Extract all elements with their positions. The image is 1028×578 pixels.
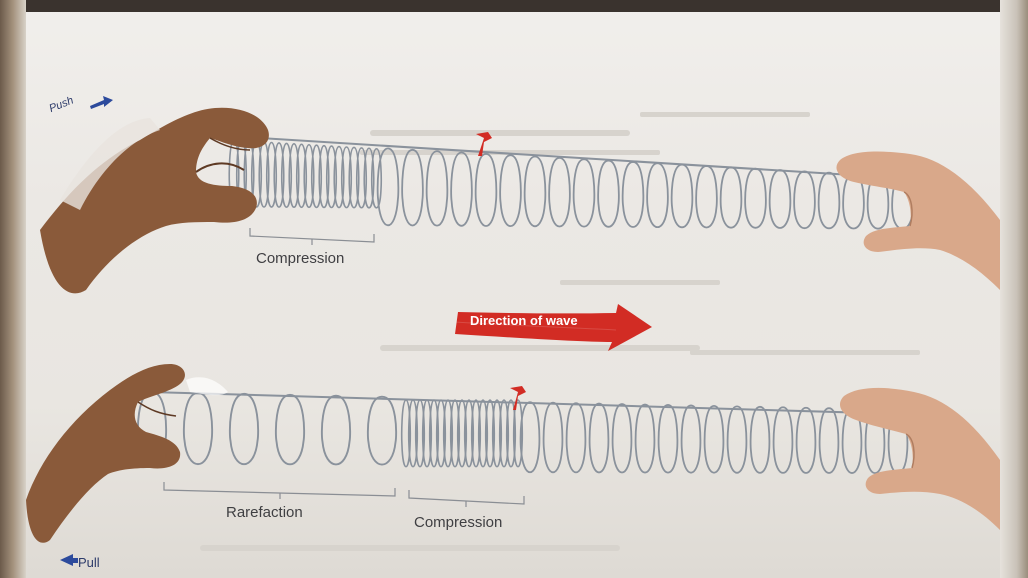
spring-coil [598,161,619,227]
spring-coil [613,404,632,472]
spring-coil [659,405,678,473]
direction-label: Direction of wave [470,313,578,328]
spring-coil [544,403,563,473]
slinky-bottom [138,392,908,473]
arrow-left-icon [60,554,78,566]
rarefaction-label: Rarefaction [226,504,303,521]
spring-coil [500,155,521,226]
spring-coil [230,394,258,464]
spring-coil [745,169,766,228]
spring-coil [696,166,717,228]
pull-label: Pull [78,555,100,570]
spring-coil [574,159,595,226]
left-hand-bottom [26,364,228,543]
spring-coil [751,407,770,473]
spring-coil [672,165,693,228]
arrow-right-icon [90,96,113,109]
spring-coil [476,154,497,226]
rarefaction-bracket [164,482,395,499]
compression-bracket-top [250,228,374,245]
compression-bracket-bottom [409,490,524,507]
ribbon-marker-icon [510,386,526,410]
spring-coil [797,408,816,473]
spring-coil [427,151,448,226]
spring-coil [721,167,742,227]
spring-coil [770,170,791,228]
spring-coil [451,152,472,225]
spring-coil [820,408,839,473]
spring-coil [819,173,840,229]
slinky-top [228,136,913,229]
spring-coil [682,405,701,472]
spring-coil [728,406,747,472]
spring-coil [322,396,350,465]
spring-coil [368,397,396,465]
compression-label-top: Compression [256,250,344,267]
spring-coil [567,403,586,472]
spring-coil [623,162,644,227]
spring-coil [705,406,724,473]
spring-coil [774,407,793,473]
spring-coil [276,395,304,465]
spring-coil [794,171,815,228]
left-hand-top [40,108,269,294]
compression-label-bottom: Compression [414,514,502,531]
spring-coil [549,158,570,227]
right-hand-bottom [840,388,1000,530]
spring-coil [521,402,540,472]
spring-coil [590,404,609,473]
spring-coil [525,157,546,227]
spring-coil [647,163,668,227]
spring-coil [402,150,423,226]
spring-coil [636,405,655,473]
spring-coil [184,393,212,464]
